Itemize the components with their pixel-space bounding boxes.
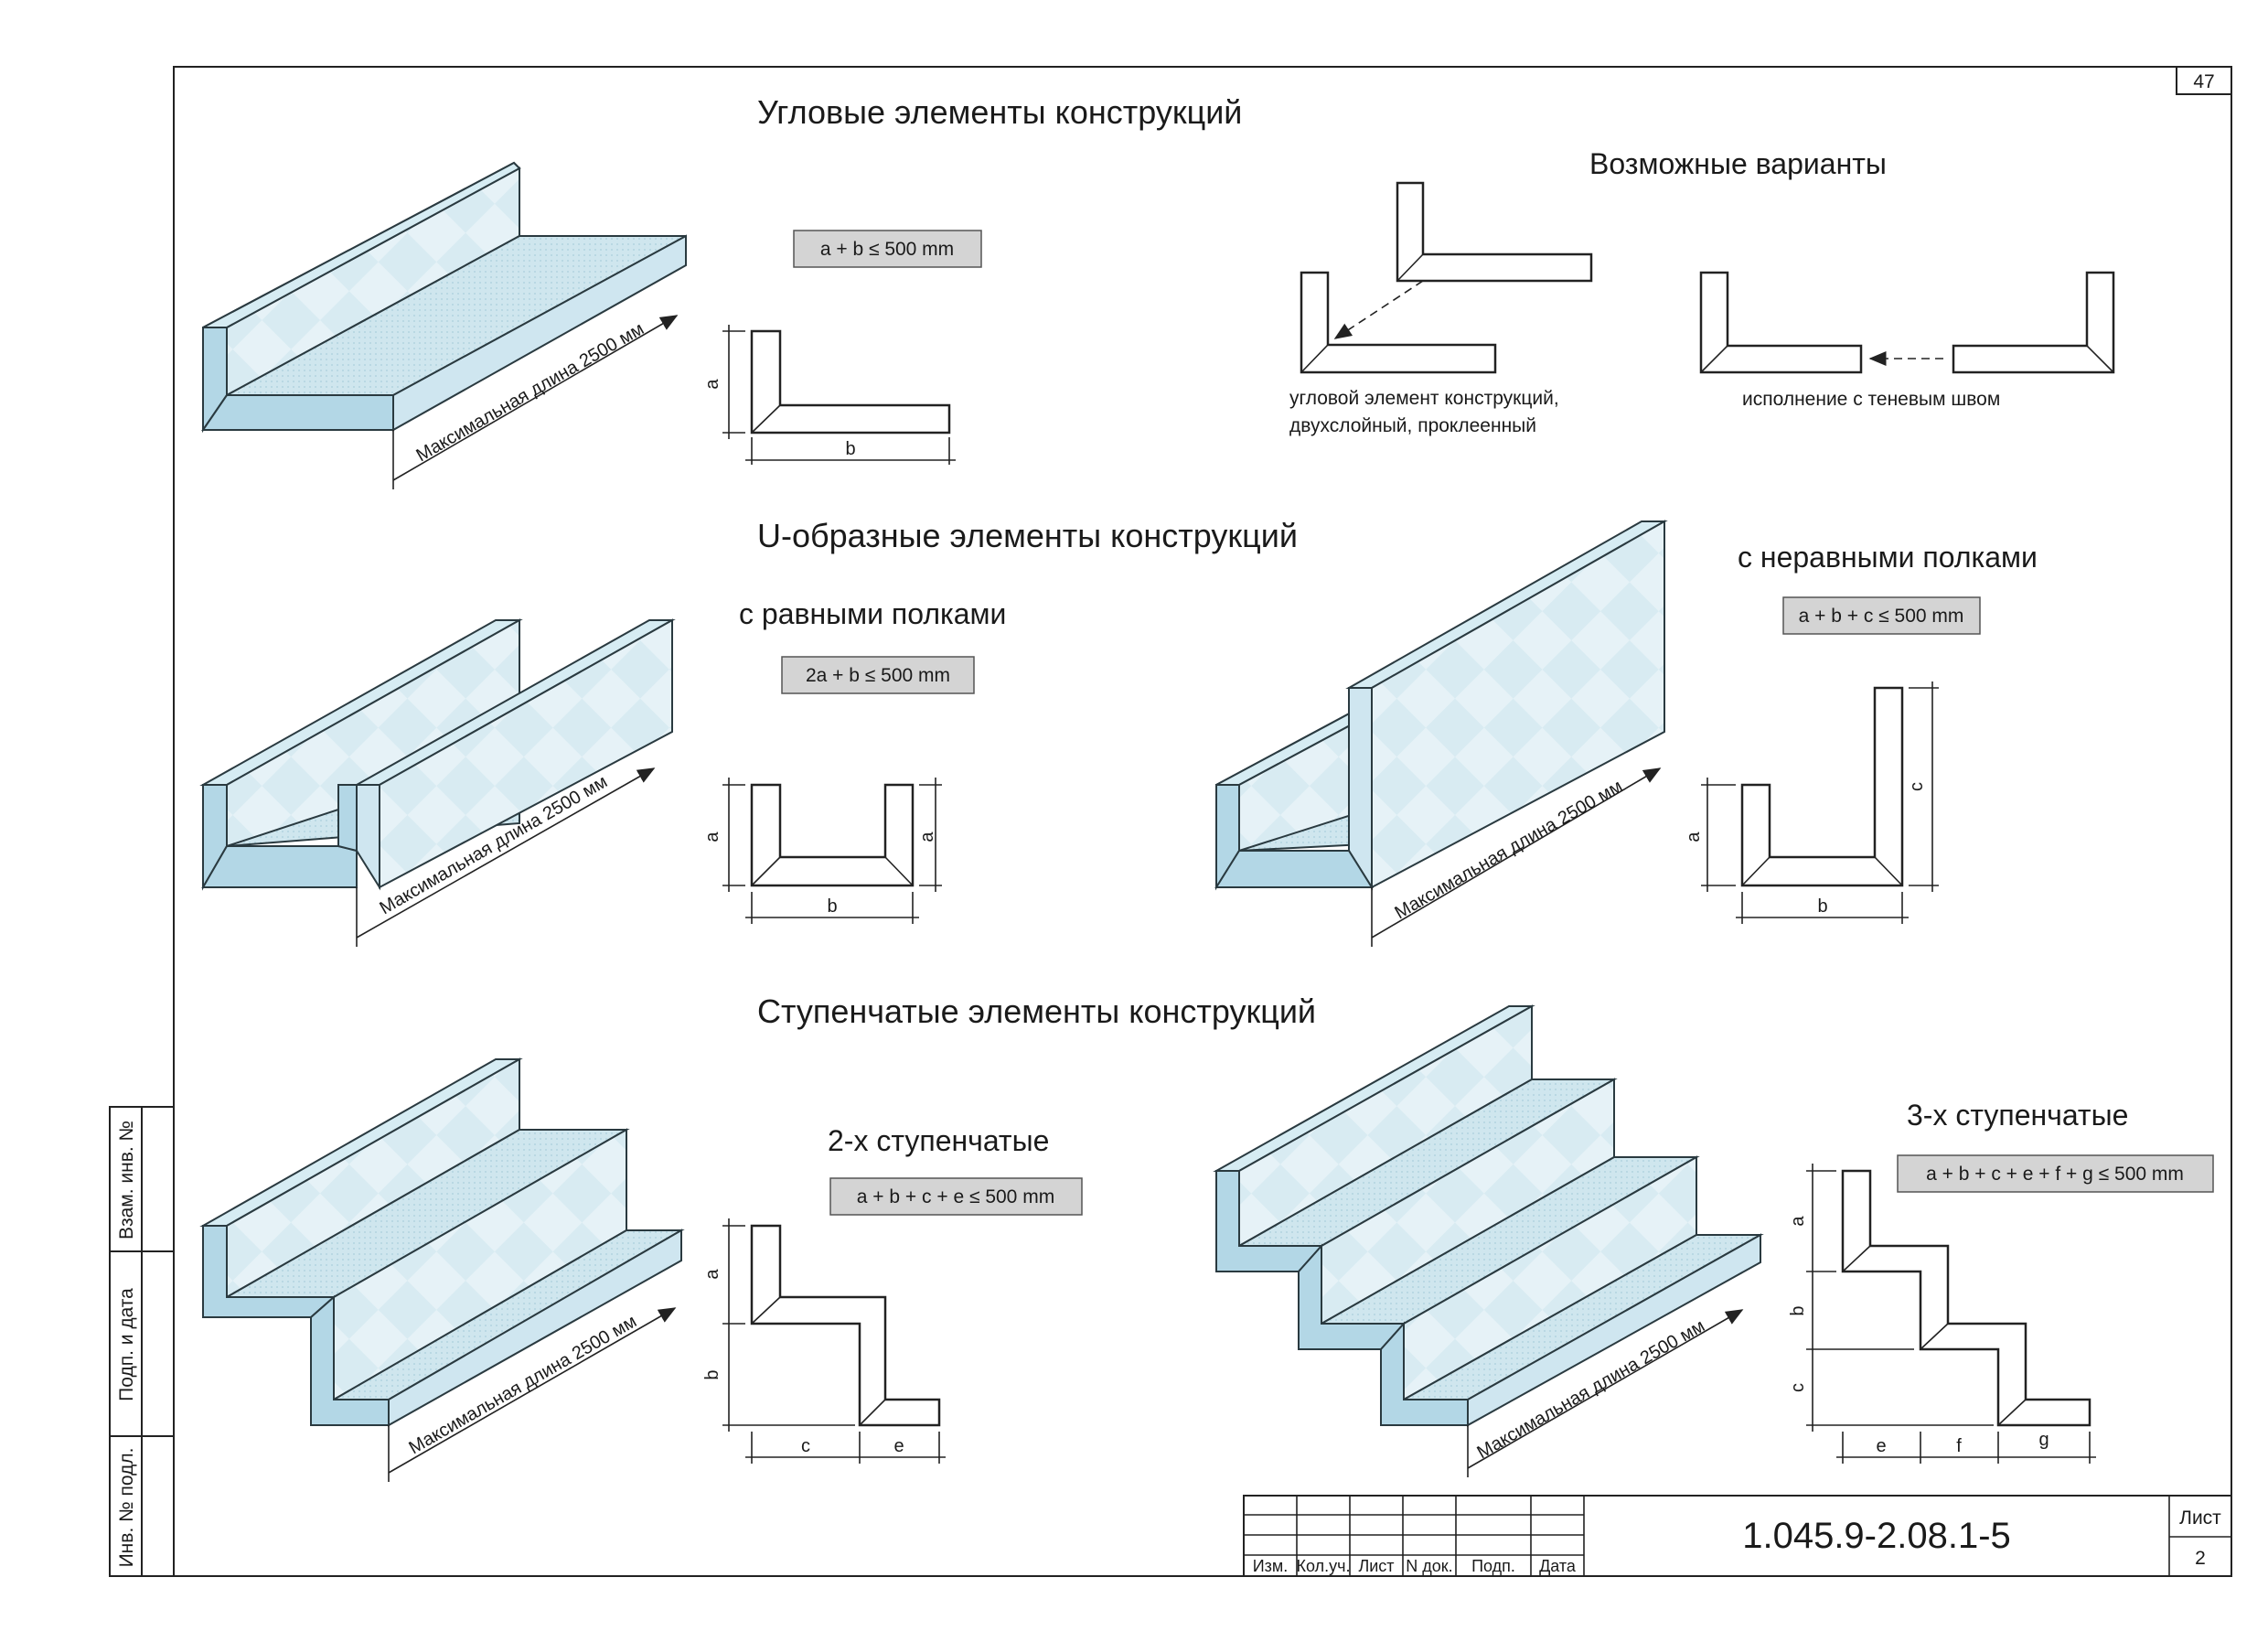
stamp-inv: Инв. № подл.	[116, 1448, 137, 1568]
stepped-two-formula-box	[829, 1177, 1083, 1216]
tb-list-number: 2	[2195, 1548, 2206, 1569]
stepped-three-dim-f: f	[1956, 1436, 1962, 1456]
u-unequal-title: с неравными полками	[1738, 541, 2038, 574]
tb-podp: Подп.	[1471, 1557, 1515, 1575]
variant-shadow-caption: исполнение с теневым швом	[1742, 389, 2000, 410]
title-block: Изм. Кол.уч. Лист N док. Подп. Дата 1.04…	[1243, 1495, 2232, 1577]
u-unequal-formula-box	[1782, 596, 1981, 635]
u-unequal-profile: a c b	[1684, 681, 1939, 924]
corner-dim-a: a	[702, 379, 722, 390]
u-equal-title: с равными полками	[739, 597, 1006, 630]
stepped-three-dim-e: e	[1876, 1436, 1886, 1456]
stamp-podp: Подп. и дата	[116, 1288, 137, 1401]
stepped-two-title: 2-х ступенчатые	[828, 1124, 1049, 1157]
stepped-two-dim-a: a	[702, 1269, 722, 1280]
stepped-two-profile: a b c e	[702, 1218, 946, 1464]
u-equal-formula: 2a + b ≤ 500 mm	[806, 665, 950, 686]
tb-data: Дата	[1539, 1557, 1577, 1575]
u-equal-3d-element: Максимальная длина 2500 мм	[199, 618, 676, 947]
stepped-two-formula: a + b + c + e ≤ 500 mm	[857, 1186, 1054, 1207]
stepped-three-formula-box	[1897, 1154, 2214, 1193]
corner-3d-element: Максимальная длина 2500 мм	[201, 161, 687, 489]
stepped-three-dim-c: c	[1788, 1383, 1808, 1392]
u-unequal-dim-a: a	[1684, 832, 1704, 842]
u-equal-dim-a-right: a	[917, 832, 937, 842]
corner-profile: a b	[702, 325, 956, 465]
corner-formula: a + b ≤ 500 mm	[820, 239, 954, 260]
doc-code: 1.045.9-2.08.1-5	[1742, 1516, 2011, 1556]
u-equal-dim-b: b	[827, 896, 837, 917]
u-title: U-образные элементы конструкций	[757, 517, 1298, 554]
side-stamp: Взам. инв. № Подп. и дата Инв. № подл.	[109, 1106, 175, 1577]
corner-title: Угловые элементы конструкций	[757, 93, 1242, 131]
stepped-two-dim-e: e	[893, 1436, 904, 1456]
u-unequal-dim-c: c	[1907, 782, 1927, 791]
corner-dim-b: b	[845, 439, 855, 459]
tb-list-label: Лист	[2179, 1508, 2221, 1529]
corner-formula-box	[793, 230, 982, 268]
tb-list: Лист	[1358, 1557, 1394, 1575]
stepped-three-title: 3-х ступенчатые	[1907, 1099, 2128, 1132]
stepped-two-dim-b: b	[702, 1369, 722, 1379]
stepped-two-dim-c: c	[801, 1436, 810, 1456]
u-equal-profile: a a b	[702, 778, 942, 924]
stepped-three-3d-element: Максимальная длина 2500 мм	[1213, 1004, 1764, 1477]
u-unequal-dim-b: b	[1817, 896, 1827, 917]
stepped-title: Ступенчатые элементы конструкций	[757, 993, 1316, 1030]
stepped-three-dim-g: g	[2038, 1430, 2049, 1450]
stepped-three-dim-a: a	[1788, 1216, 1808, 1227]
u-equal-formula-box	[781, 656, 975, 694]
stepped-three-profile: a b c e f g	[1788, 1164, 2096, 1464]
variant-glued-caption-2: двухслойный, проклеенный	[1289, 415, 1536, 436]
sheet-number-top: 47	[2193, 71, 2214, 92]
tb-ndok: N док.	[1406, 1557, 1452, 1575]
variant-glued: угловой элемент конструкций, двухслойный…	[1289, 181, 1593, 436]
tb-izm: Изм.	[1253, 1557, 1289, 1575]
stepped-two-3d-element: Максимальная длина 2500 мм	[199, 1057, 685, 1482]
u-unequal-3d-element: Максимальная длина 2500 мм	[1214, 520, 1668, 947]
variant-glued-caption-1: угловой элемент конструкций,	[1289, 388, 1559, 409]
u-equal-dim-a-left: a	[702, 832, 722, 842]
variant-shadow-joint: исполнение с теневым швом	[1699, 271, 2115, 410]
stepped-three-dim-b: b	[1788, 1305, 1808, 1315]
tb-koluch: Кол.уч.	[1297, 1557, 1351, 1575]
u-unequal-formula: a + b + c ≤ 500 mm	[1799, 606, 1964, 627]
stepped-three-formula: a + b + c + e + f + g ≤ 500 mm	[1926, 1164, 2184, 1185]
stamp-vzam: Взам. инв. №	[116, 1121, 137, 1239]
sheet-frame: 47	[173, 66, 2232, 1577]
variants-title: Возможные варианты	[1589, 147, 1887, 180]
